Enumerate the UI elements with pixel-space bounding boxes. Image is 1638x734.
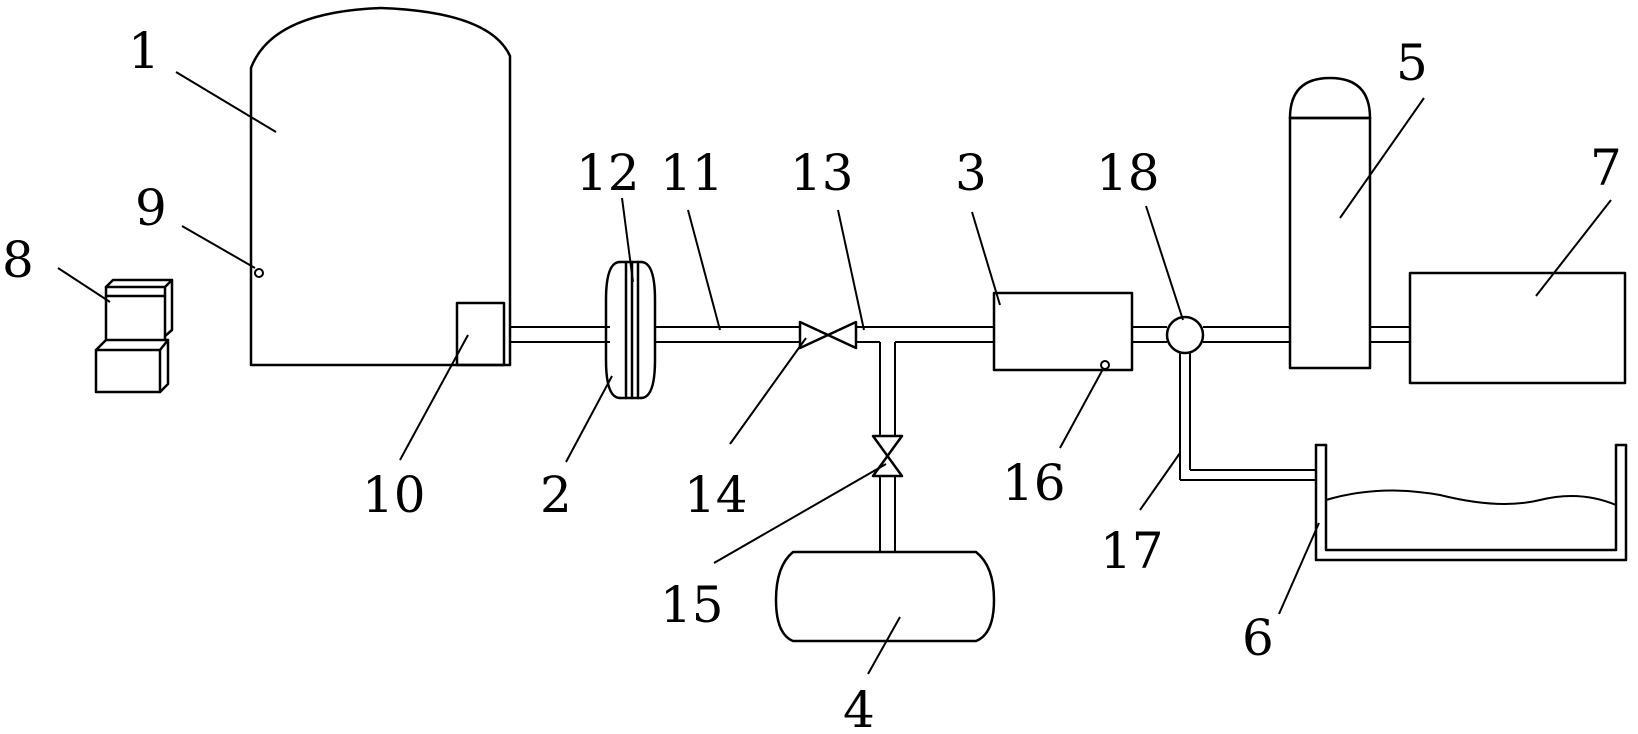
label-16: 16 <box>1002 454 1066 512</box>
component-4-tank <box>774 550 996 643</box>
component-1-tank <box>249 6 512 367</box>
label-12: 12 <box>576 144 640 202</box>
component-8-box <box>94 278 174 394</box>
label-8: 8 <box>2 231 34 289</box>
pipe-3-to-18 <box>1132 326 1167 343</box>
label-5: 5 <box>1396 34 1428 92</box>
label-10: 10 <box>362 466 426 524</box>
component-10-box <box>455 301 506 367</box>
component-6-basin <box>1314 443 1628 562</box>
sensor-16-dot <box>1100 360 1110 370</box>
label-15: 15 <box>660 576 724 634</box>
label-11: 11 <box>660 144 724 202</box>
valve-14 <box>798 320 858 350</box>
component-5-column <box>1288 76 1372 370</box>
label-2: 2 <box>540 466 572 524</box>
reference-labels: 1 9 8 10 2 12 11 13 14 15 4 3 16 18 17 5… <box>2 22 1622 734</box>
label-18: 18 <box>1096 144 1160 202</box>
pipe-17 <box>1179 353 1316 481</box>
label-1: 1 <box>128 22 160 80</box>
label-17: 17 <box>1100 522 1164 580</box>
label-9: 9 <box>135 179 167 237</box>
pipe-11-main <box>510 326 800 343</box>
label-3: 3 <box>955 144 987 202</box>
label-4: 4 <box>843 681 875 729</box>
valve-15 <box>871 434 904 478</box>
label-7: 7 <box>1590 139 1622 197</box>
label-14: 14 <box>684 466 748 524</box>
component-18-valve <box>1165 315 1205 355</box>
sensor-9-dot <box>254 268 264 278</box>
label-6: 6 <box>1242 609 1274 667</box>
pipe-to-4 <box>879 476 896 552</box>
component-3-box <box>992 291 1134 372</box>
component-2-flange <box>604 260 657 400</box>
pipe-tee-13 <box>856 326 994 436</box>
leader-lines <box>57 71 1612 675</box>
label-13: 13 <box>790 144 854 202</box>
component-7-box <box>1408 271 1627 385</box>
liquid-surface <box>1325 489 1617 506</box>
pipe-18-to-5 <box>1203 326 1290 343</box>
pipe-5-to-7 <box>1370 326 1410 343</box>
